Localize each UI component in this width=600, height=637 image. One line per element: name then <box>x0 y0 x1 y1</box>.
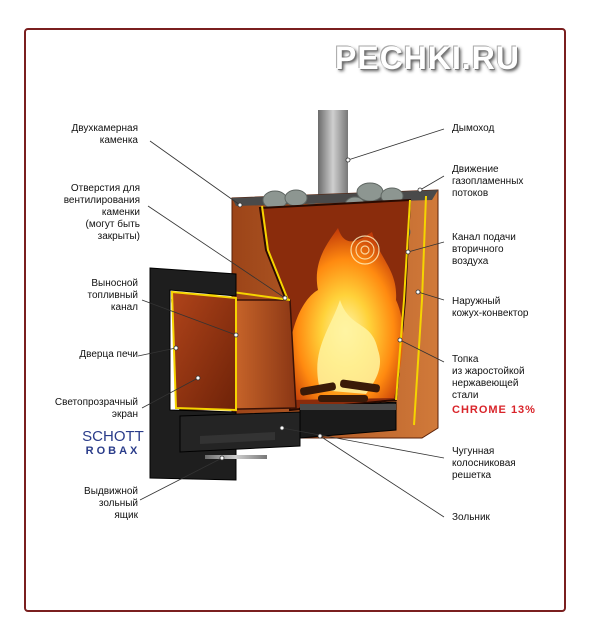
image-frame <box>24 28 566 612</box>
leader-lines <box>137 128 445 518</box>
label-dvizhenie-potokov: Движение газопламенных потоков <box>452 164 524 199</box>
schott-line2: ROBAX <box>85 445 141 457</box>
ash-drawer <box>179 411 301 453</box>
label-dverca-pechi: Дверца печи <box>79 349 138 360</box>
label-vynosnoy-kanal: Выносной топливный канал <box>87 278 138 313</box>
site-logo: PECHKI.RU <box>335 40 521 76</box>
logs <box>300 379 380 402</box>
schott-line1: SCHOTT <box>82 428 144 445</box>
label-topka: Топка из жаростойкой нержавеющей стали <box>452 354 525 401</box>
schott-robax-logo: SCHOTT ROBAX <box>78 428 148 457</box>
label-kanal-podachi: Канал подачи вторичного воздуха <box>452 232 516 267</box>
label-dvuhkamernaya-kamenka: Двухкамерная каменка <box>71 123 138 146</box>
drawer-handle <box>205 455 267 459</box>
label-vydvizhnoy-yashik: Выдвижной зольный ящик <box>84 486 138 521</box>
label-svetoprozrachny-ekran: Светопрозрачный экран <box>54 397 138 420</box>
label-dymohod: Дымоход <box>452 123 495 134</box>
glass-door <box>170 290 237 412</box>
chrome-badge: CHROME 13% <box>452 404 536 416</box>
label-chugunnaya-reshetka: Чугунная колосниковая решетка <box>452 446 516 481</box>
grate <box>300 404 396 410</box>
label-zolnik: Зольник <box>452 512 490 523</box>
label-naruzhny-kozhuh: Наружный кожух-конвектор <box>452 296 529 319</box>
leader-dots <box>173 157 423 461</box>
flow-swirl <box>350 235 380 265</box>
air-channel-outlines <box>261 195 427 426</box>
label-otverstiya: Отверстия для вентилирования каменки (мо… <box>63 183 140 242</box>
